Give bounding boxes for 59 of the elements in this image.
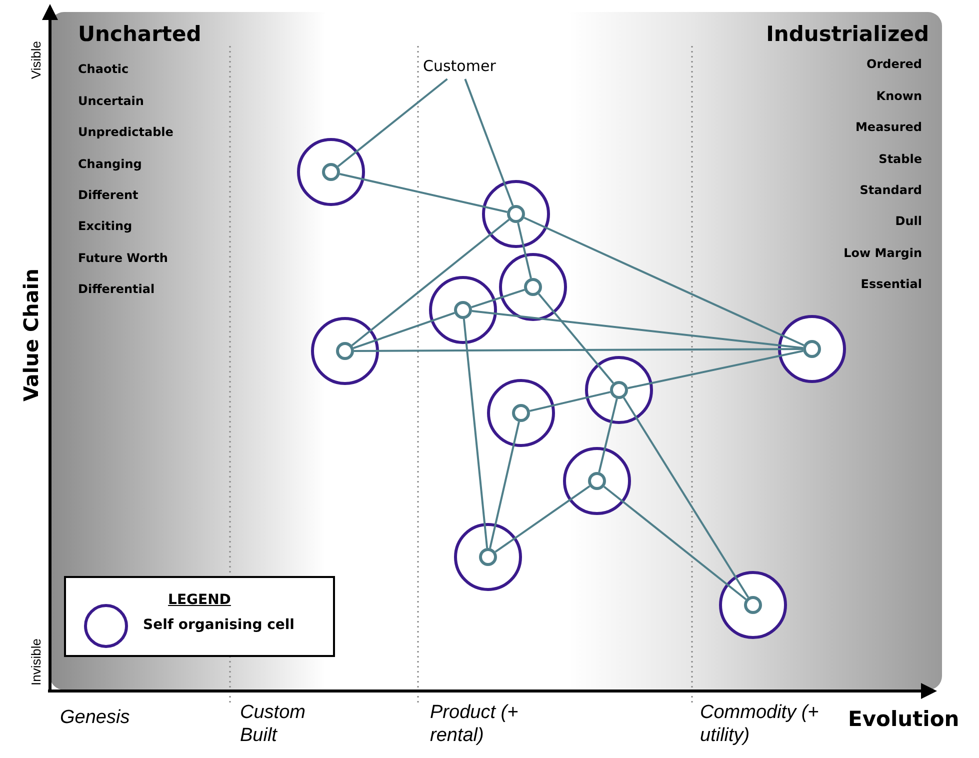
axis-end-label: Invisible	[28, 638, 44, 686]
component-circle	[479, 548, 497, 566]
column-heading: Industrialized	[766, 22, 929, 46]
axis-title: Evolution	[848, 707, 960, 731]
connector-line	[340, 173, 508, 213]
characteristic-label: Essential	[860, 277, 922, 291]
connector-line	[494, 485, 590, 553]
connector-line	[353, 312, 455, 349]
characteristic-label: Low Margin	[844, 246, 922, 260]
component-circle	[512, 404, 530, 422]
component-circle	[803, 340, 821, 358]
stage-label: Product (+ rental)	[430, 701, 520, 747]
component-circle	[524, 278, 542, 296]
component-circle	[588, 472, 606, 490]
component-label: Customer	[423, 57, 496, 75]
characteristic-label: Future Worth	[78, 251, 168, 265]
characteristic-label: Changing	[78, 157, 142, 171]
connector-line	[462, 318, 488, 548]
connector-line	[622, 397, 750, 598]
characteristic-label: Chaotic	[78, 62, 129, 76]
connector-line	[472, 310, 804, 349]
connector-line	[471, 288, 525, 308]
connector-line	[598, 398, 618, 472]
legend-text: Self organising cell	[143, 616, 294, 634]
stage-label: Custom Built	[240, 701, 306, 747]
characteristic-label: Unpredictable	[78, 125, 174, 139]
connector-line	[530, 391, 610, 412]
characteristic-label: Standard	[860, 183, 922, 197]
connector-line	[628, 350, 804, 390]
component-circle	[507, 205, 525, 223]
connector-line	[524, 216, 804, 346]
connector-line	[517, 222, 532, 278]
component-circle	[610, 381, 628, 399]
stage-label: Commodity (+ utility)	[700, 701, 820, 747]
connector-line	[464, 78, 514, 206]
connector-line	[337, 78, 448, 168]
column-heading: Uncharted	[78, 22, 202, 46]
component-circle	[744, 596, 762, 614]
component-circle	[322, 163, 340, 181]
characteristic-label: Differential	[78, 282, 155, 296]
component-circle	[336, 342, 354, 360]
characteristic-label: Dull	[895, 214, 922, 228]
connector-line	[354, 348, 803, 352]
characteristic-label: Exciting	[78, 219, 132, 233]
characteristic-label: Measured	[855, 120, 922, 134]
characteristic-label: Stable	[878, 152, 922, 166]
stage-label: Genesis	[60, 706, 131, 729]
characteristic-label: Uncertain	[78, 94, 144, 108]
characteristic-label: Different	[78, 188, 138, 202]
legend-heading: LEGEND	[167, 592, 232, 608]
component-circle	[454, 301, 472, 319]
axis-end-label: Visible	[28, 40, 44, 80]
axis-title: Value Chain	[20, 268, 42, 402]
characteristic-label: Ordered	[866, 57, 922, 71]
connector-line	[489, 422, 520, 548]
connector-line	[603, 486, 747, 600]
connector-line	[538, 293, 614, 384]
characteristic-label: Known	[876, 89, 922, 103]
connector-line	[351, 218, 510, 346]
